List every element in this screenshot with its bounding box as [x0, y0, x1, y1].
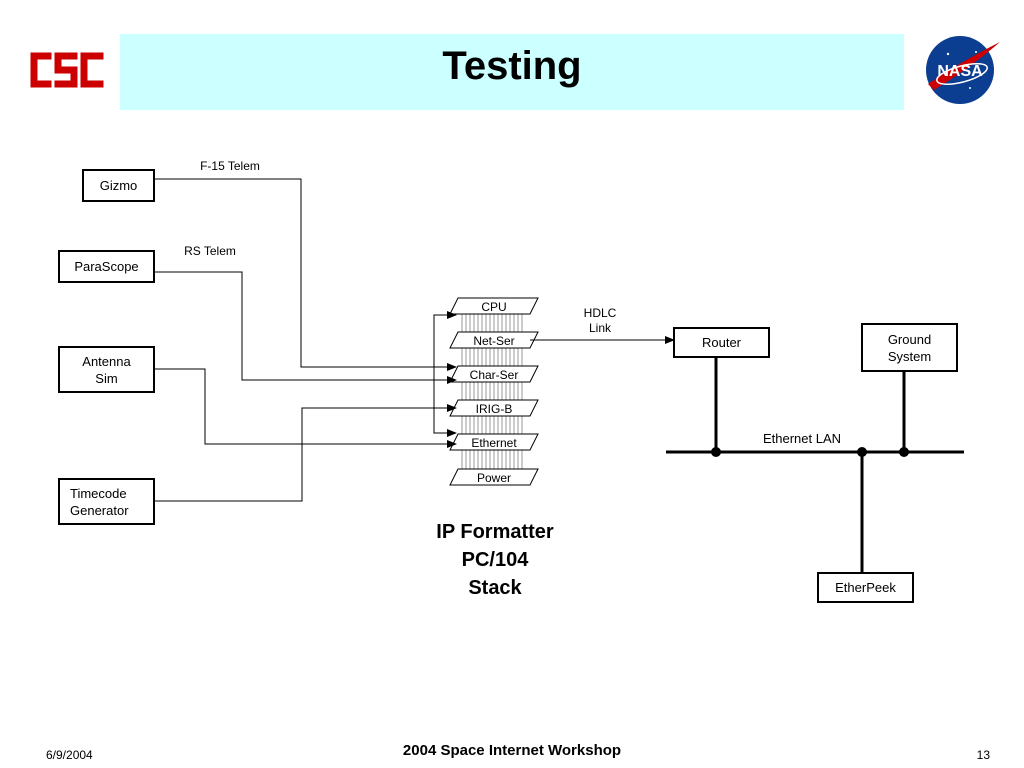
timecode-generator-box: Timecode Generator: [58, 478, 155, 525]
stack-caption: IP Formatter PC/104 Stack: [436, 521, 554, 599]
line-antenna: [154, 368, 457, 448]
f15-telem-label: F-15 Telem: [200, 159, 260, 173]
ground-system-box: Ground System: [861, 323, 958, 372]
svg-text:NASA: NASA: [937, 63, 983, 80]
card-power: [449, 468, 539, 486]
router-box: Router: [673, 327, 770, 358]
card-label-cpu: CPU: [481, 300, 507, 314]
rs-telem-label: RS Telem: [184, 244, 236, 258]
etherpeek-box: EtherPeek: [817, 572, 914, 603]
page-number: 13: [976, 748, 990, 762]
gizmo-box: Gizmo: [82, 169, 155, 202]
footer-title: 2004 Space Internet Workshop: [402, 742, 622, 759]
footer-date: 6/9/2004: [46, 748, 93, 762]
antenna-sim-box: Antenna Sim: [58, 346, 155, 393]
card-net-ser: [449, 331, 539, 349]
card-label-power: Power: [476, 471, 511, 485]
card-label-irig-b: IRIG-B: [475, 402, 513, 416]
card-label-net-ser: Net-Ser: [473, 334, 515, 348]
nasa-logo: NASA: [926, 36, 1000, 104]
line-rs-telem: [154, 271, 457, 384]
card-label-ethernet: Ethernet: [471, 436, 517, 450]
slide-title: Testing: [442, 44, 582, 88]
line-f15-telem: [154, 178, 457, 371]
title-bar: Testing: [120, 34, 904, 110]
card-label-char-ser: Char-Ser: [469, 368, 519, 382]
card-cpu: [449, 297, 539, 315]
lan-node-ground: [899, 447, 909, 457]
parascope-box: ParaScope: [58, 250, 155, 283]
lan-node-etherpeek: [857, 447, 867, 457]
csc-logo: [30, 52, 104, 88]
ethernet-lan-label: Ethernet LAN: [762, 431, 842, 446]
line-timecode: [154, 404, 457, 502]
lan-node-router: [711, 447, 721, 457]
hdlc-link-label: HDLC Link: [583, 306, 617, 335]
stack-pins: [461, 300, 523, 480]
